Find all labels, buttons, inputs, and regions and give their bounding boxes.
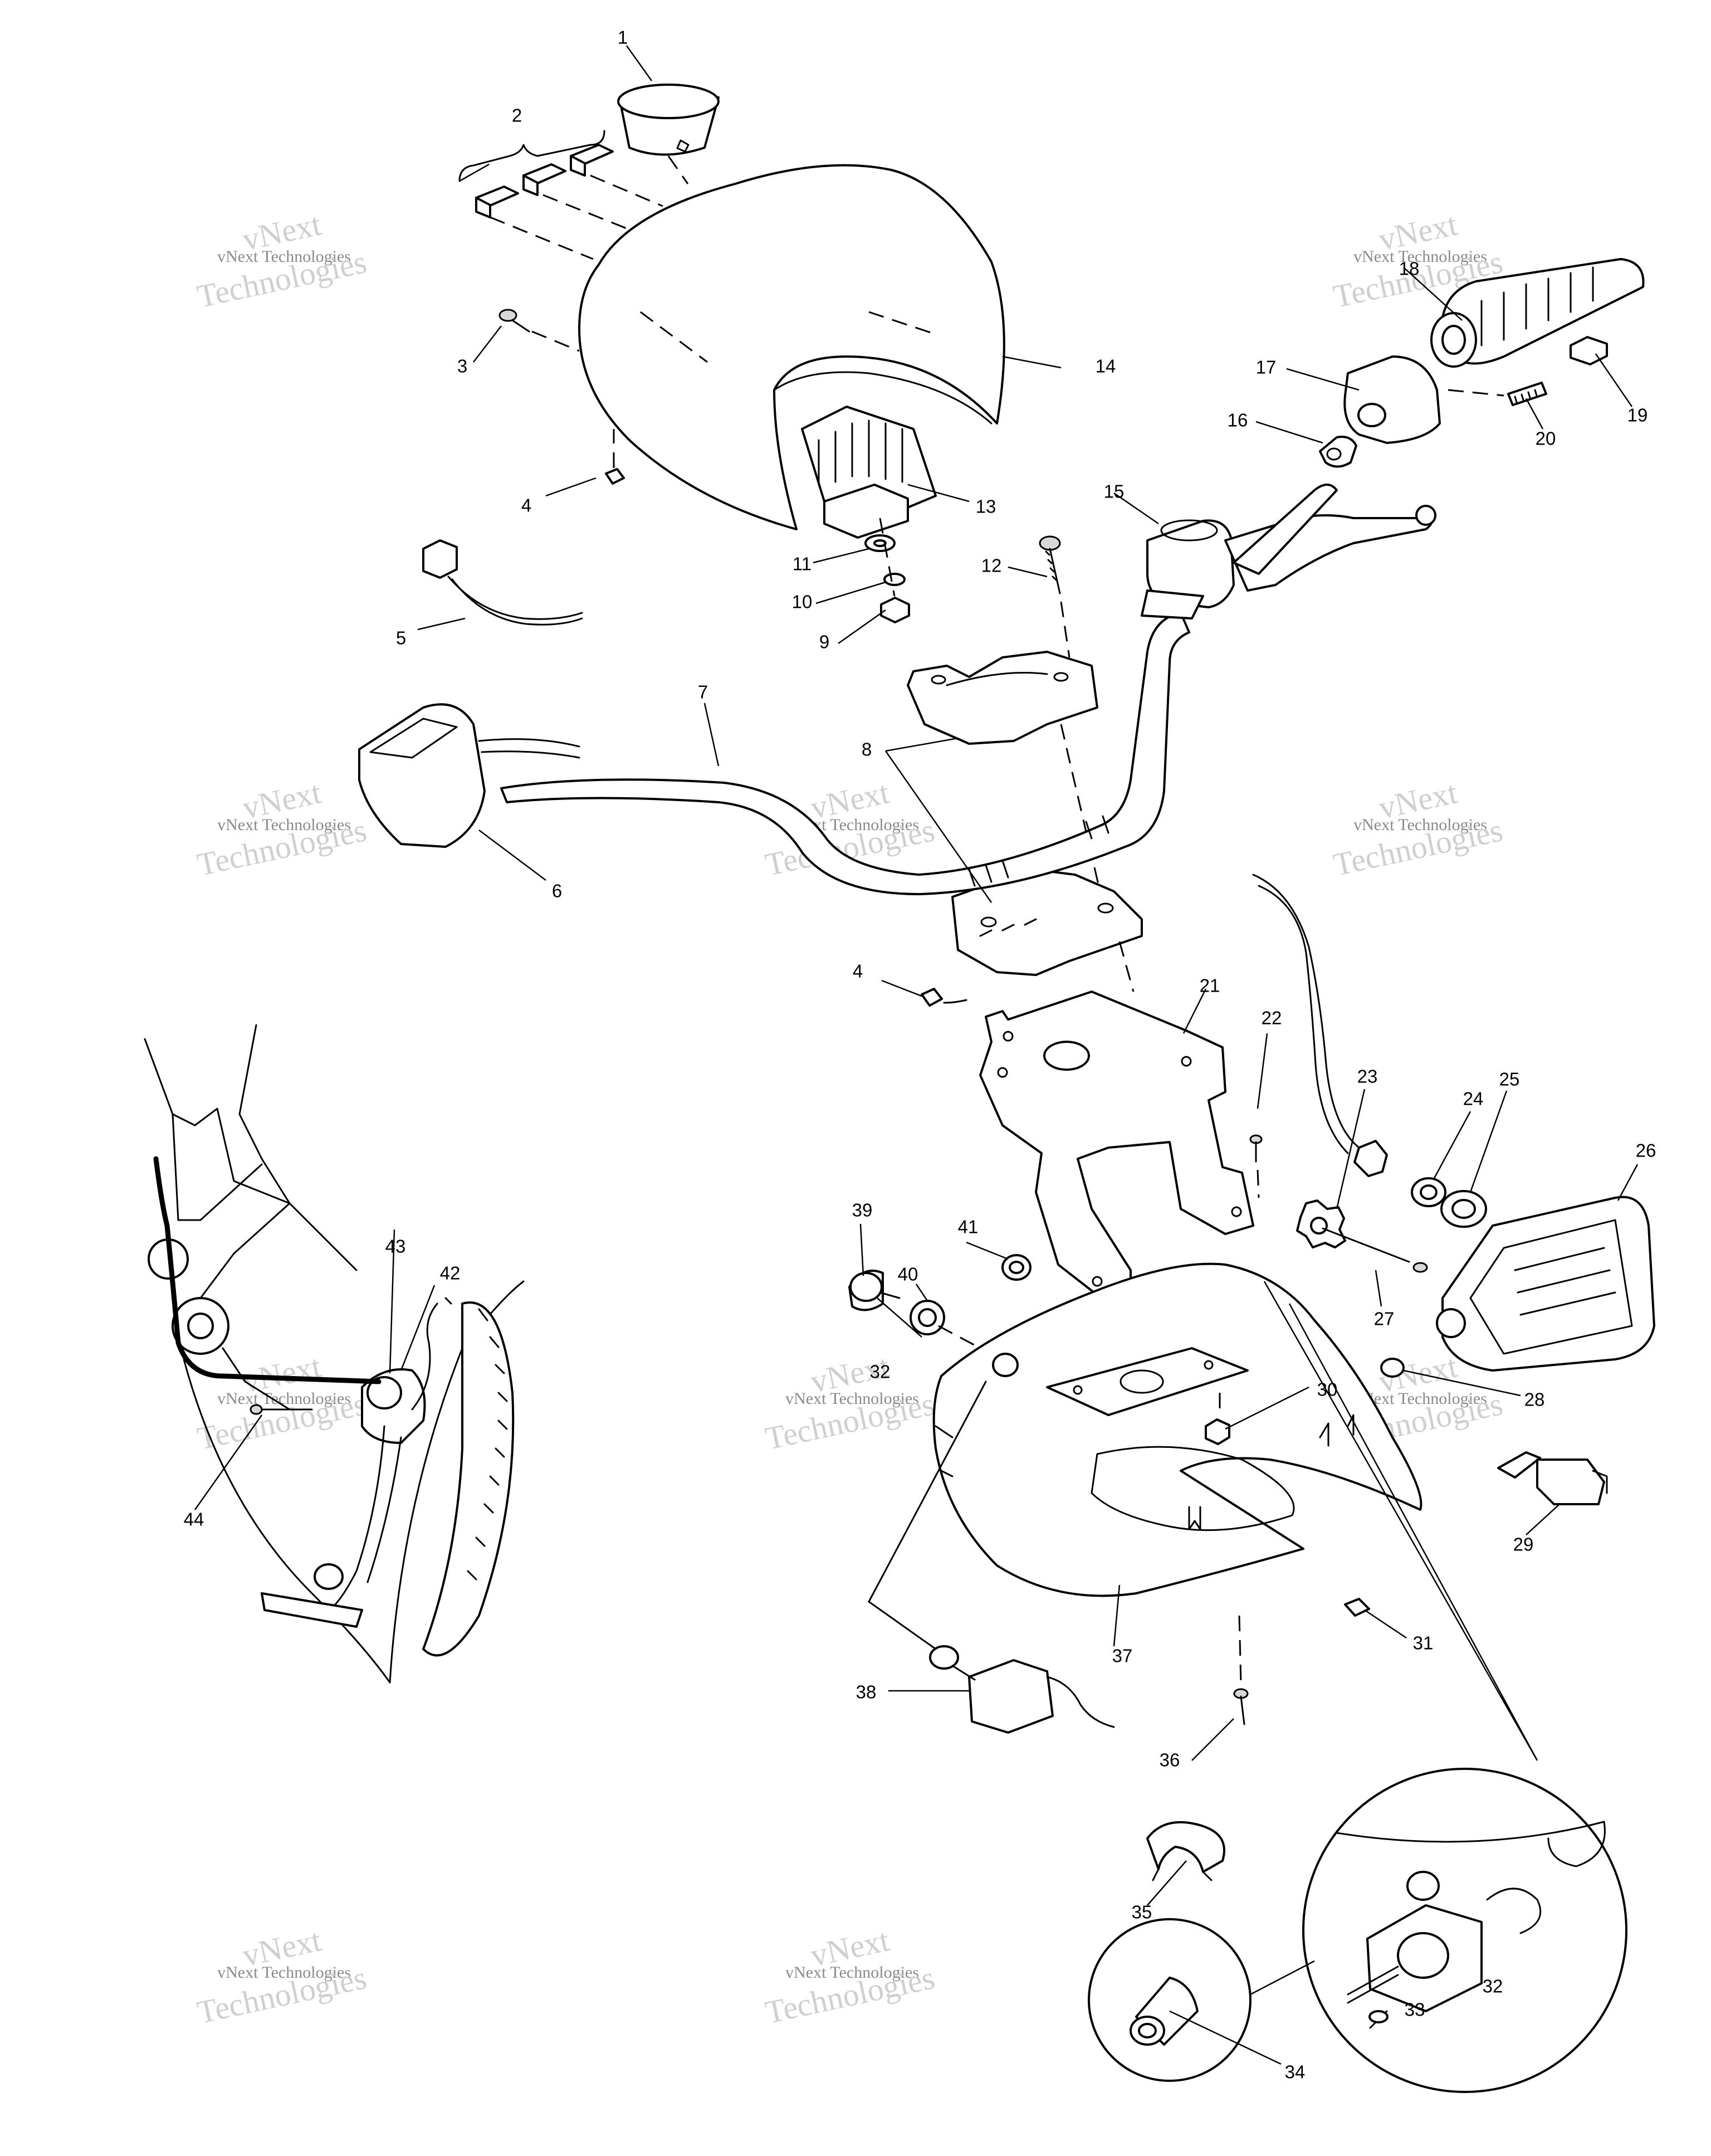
watermark-text: vNext Technologies — [217, 1963, 351, 1982]
part-16-20-throttle-grip — [1319, 258, 1645, 468]
callout-44: 44 — [184, 1509, 204, 1530]
part-39-40-41-indicator — [848, 1254, 1032, 1349]
callout-33: 33 — [1405, 1999, 1425, 2020]
callout-37: 37 — [1112, 1646, 1133, 1666]
callout-14: 14 — [1096, 356, 1116, 377]
part-29-switch — [1497, 1451, 1608, 1505]
callout-labels: 1 2 3 4 5 6 7 8 9 10 11 12 13 14 15 16 1… — [184, 27, 1656, 2082]
callout-15: 15 — [1104, 481, 1125, 502]
detail-circle-32-33 — [1302, 1768, 1627, 2093]
callout-4-top: 4 — [521, 495, 531, 516]
callout-34: 34 — [1285, 2062, 1306, 2082]
part-4-clip-lower — [921, 988, 967, 1007]
watermark-text: vNext Technologies — [217, 1389, 351, 1408]
callout-32-left: 32 — [870, 1362, 891, 1382]
callout-13: 13 — [976, 496, 996, 517]
callout-40: 40 — [898, 1264, 918, 1285]
part-14-handlebar-pod — [578, 164, 1005, 530]
callout-30: 30 — [1317, 1379, 1338, 1400]
part-8-handlebar-clamps — [907, 651, 1143, 992]
callout-19: 19 — [1627, 405, 1648, 426]
callout-39: 39 — [852, 1200, 873, 1221]
callout-1: 1 — [618, 27, 628, 48]
part-22-screw — [1249, 1134, 1263, 1198]
part-38-key-switch — [868, 1381, 1115, 1734]
callout-25: 25 — [1499, 1069, 1520, 1090]
part-28-o-ring — [1380, 1358, 1405, 1378]
callout-3: 3 — [457, 356, 467, 377]
callout-11: 11 — [793, 554, 811, 574]
watermark-text: vNext Technologies — [1353, 247, 1487, 266]
part-1-speedometer — [617, 84, 720, 156]
callout-24: 24 — [1463, 1089, 1484, 1109]
callout-5: 5 — [396, 628, 406, 648]
callout-8: 8 — [862, 739, 872, 760]
callout-38: 38 — [856, 1682, 877, 1703]
part-3-screw — [498, 309, 580, 352]
part-35-clamp — [1146, 1821, 1225, 1881]
callout-20: 20 — [1536, 428, 1556, 449]
part-15-master-cylinder — [1141, 484, 1436, 620]
part-7-handlebar — [500, 612, 1190, 895]
part-26-headlight — [1436, 1196, 1655, 1372]
callout-21: 21 — [1200, 975, 1220, 996]
part-4-clip-top — [605, 429, 625, 485]
part-5-connector-wire — [422, 539, 583, 626]
detail-circle-34 — [1088, 1918, 1315, 2082]
watermark-text: vNext Technologies — [785, 1963, 919, 1982]
callout-32-detail: 32 — [1483, 1976, 1503, 1997]
watermark-text: vNext Technologies — [785, 1389, 919, 1408]
part-12-bolt — [1039, 535, 1070, 658]
callout-42: 42 — [440, 1263, 461, 1284]
callout-28: 28 — [1524, 1389, 1545, 1410]
callout-18: 18 — [1399, 258, 1420, 279]
callout-43: 43 — [385, 1236, 406, 1257]
part-2-indicator-lamps — [458, 130, 689, 260]
part-6-left-switch — [358, 703, 580, 848]
callout-22: 22 — [1262, 1008, 1282, 1028]
callout-9: 9 — [819, 632, 829, 652]
watermark-text: vNext Technologies — [217, 247, 351, 266]
leader-lines — [194, 45, 1639, 2065]
callout-12: 12 — [981, 555, 1002, 576]
callout-6: 6 — [552, 881, 562, 901]
part-36-screw — [1233, 1615, 1249, 1725]
zoom-leader-lines — [1263, 1281, 1538, 1761]
callout-29: 29 — [1513, 1534, 1534, 1555]
part-23-wire-socket — [1252, 874, 1428, 1273]
callout-41: 41 — [958, 1217, 979, 1237]
callout-26: 26 — [1636, 1140, 1656, 1161]
part-37-front-shroud — [932, 1262, 1422, 1597]
watermark-text: vNext Technologies — [1353, 816, 1487, 834]
callout-31: 31 — [1413, 1633, 1434, 1653]
callout-16: 16 — [1228, 410, 1248, 431]
callout-2: 2 — [512, 105, 522, 126]
part-24-25-rings — [1411, 1177, 1487, 1228]
callout-4-lower: 4 — [853, 961, 863, 982]
watermark-text: vNext Technologies — [217, 816, 351, 834]
callout-7: 7 — [698, 682, 708, 703]
callout-27: 27 — [1374, 1309, 1395, 1329]
callout-10: 10 — [792, 592, 813, 612]
inset-brake-assembly — [144, 1024, 525, 1684]
callout-35: 35 — [1132, 1902, 1152, 1923]
callout-23: 23 — [1357, 1066, 1378, 1087]
callout-17: 17 — [1256, 357, 1277, 378]
part-21-bracket — [979, 991, 1254, 1305]
part-30-nut — [1205, 1393, 1230, 1445]
callout-36: 36 — [1160, 1750, 1180, 1770]
part-11-10-9-fasteners — [864, 518, 910, 623]
part-13-connector-block — [801, 406, 937, 539]
part-31-clip — [1344, 1598, 1370, 1617]
